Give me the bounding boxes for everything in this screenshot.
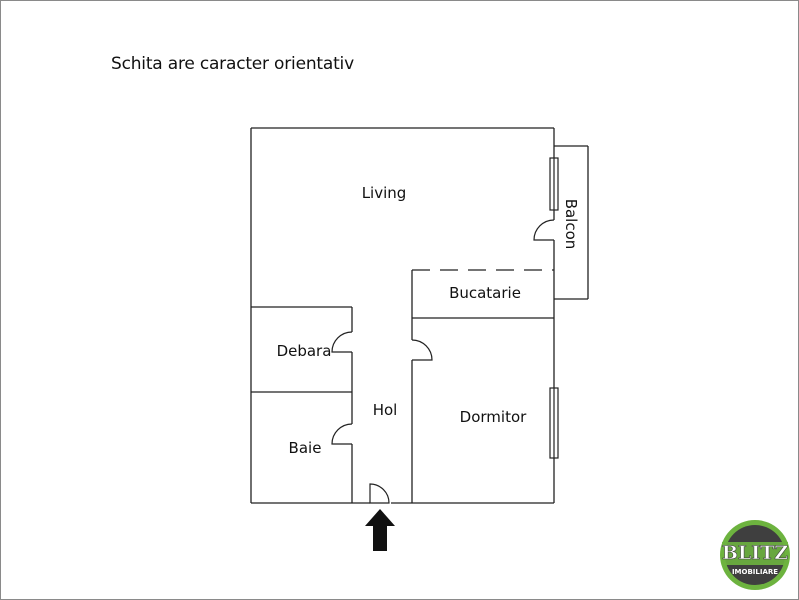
logo-sub: IMOBILIARE [732, 568, 778, 576]
door-balcon [533, 219, 555, 241]
room-label-baie: Baie [289, 439, 322, 457]
door-entrance [369, 483, 390, 504]
door-dormitor [411, 339, 433, 361]
room-label-bucatarie: Bucatarie [449, 284, 521, 302]
window-dormitor [549, 387, 559, 459]
room-label-living: Living [362, 184, 407, 202]
window-living [549, 157, 559, 211]
balcony-outline [554, 145, 589, 300]
plan-caption: Schita are caracter orientativ [111, 54, 354, 74]
door-debara [331, 331, 353, 353]
room-label-debara: Debara [277, 342, 332, 360]
entrance-arrow-icon [365, 509, 395, 551]
walls [250, 127, 555, 504]
room-label-hol: Hol [373, 401, 398, 419]
room-label-dormitor: Dormitor [460, 408, 527, 426]
logo-name: BLITZ [722, 542, 788, 564]
blitz-logo: BLITZ IMOBILIARE [720, 520, 790, 590]
room-label-balcon: Balcon [562, 199, 580, 250]
door-baie [331, 423, 353, 445]
